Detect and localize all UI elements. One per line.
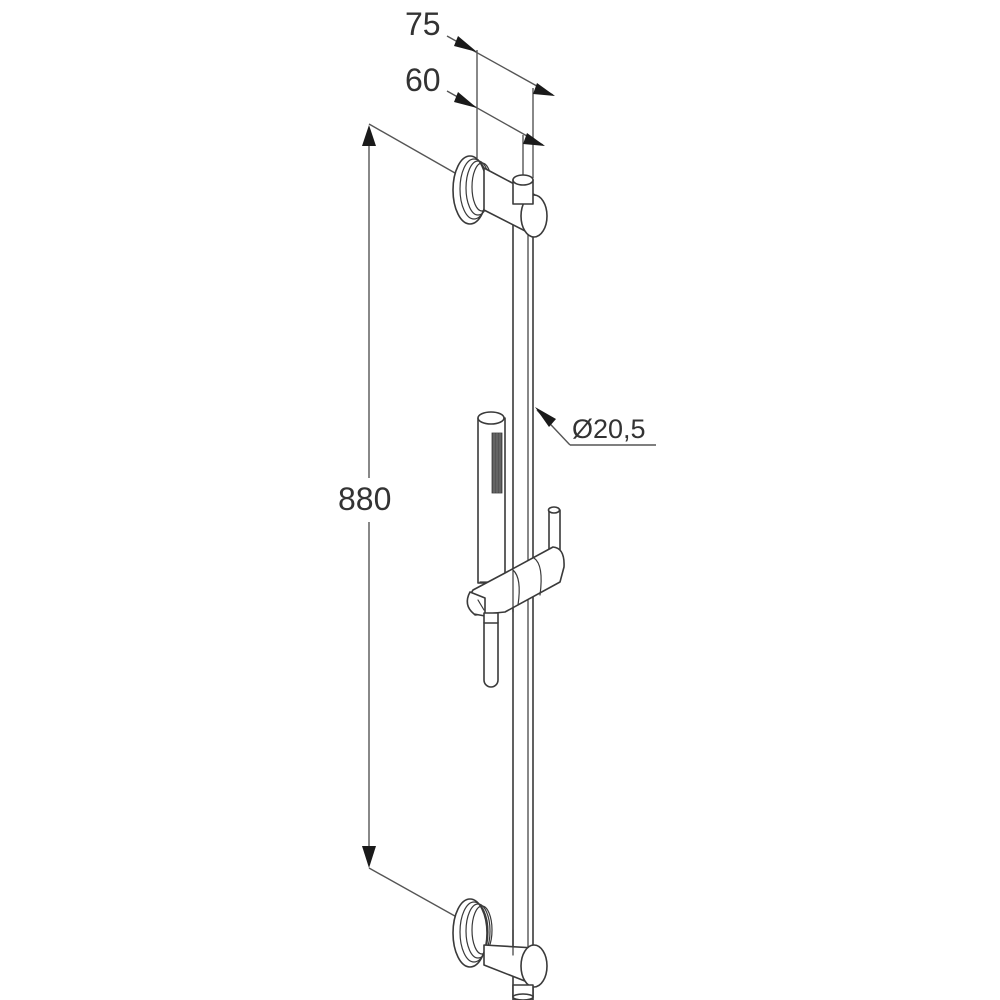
dimension-depth: 75 60 [405, 6, 555, 178]
arrow-icon [533, 83, 555, 96]
arrow-icon [535, 407, 556, 427]
arrow-icon [523, 133, 545, 146]
shower-rail [512, 219, 534, 1000]
slider-holder [466, 506, 565, 617]
arrow-icon [454, 36, 477, 52]
shower-hose [483, 612, 499, 688]
arrow-up-icon [362, 125, 376, 146]
dimension-label-60: 60 [405, 62, 441, 98]
top-wall-bracket [452, 155, 548, 238]
arrow-down-icon [362, 846, 376, 868]
hand-shower [477, 411, 506, 584]
dimension-rail-length: 880 [338, 123, 463, 921]
dimension-label-75: 75 [405, 6, 441, 42]
dimension-label-diameter: Ø20,5 [572, 414, 646, 444]
arrow-icon [454, 92, 477, 108]
bottom-wall-bracket [452, 898, 548, 1000]
dimension-label-880: 880 [338, 481, 391, 517]
dimension-rail-diameter: Ø20,5 [535, 407, 656, 446]
